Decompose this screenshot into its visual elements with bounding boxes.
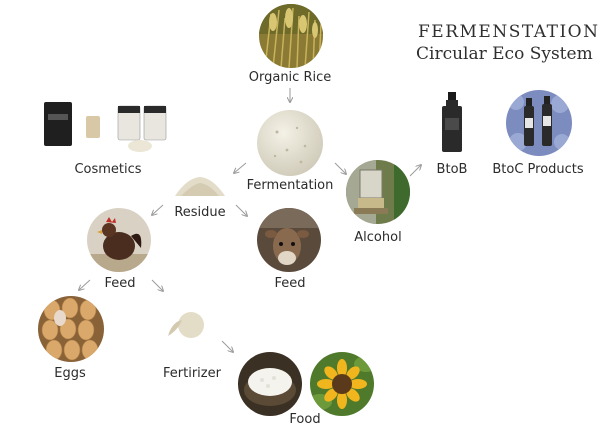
fermented-rice-ball-icon: [257, 110, 323, 176]
arrow-fertilizer-to-food: [221, 340, 233, 352]
sunflower-icon: [310, 352, 374, 416]
fertilizer-icon: [164, 310, 206, 340]
node-label-fermentation: Fermentation: [246, 178, 334, 193]
node-label-feed-cow: Feed: [274, 276, 306, 291]
arrow-fermentation-to-cosmetics: [234, 162, 247, 173]
arrow-residue-to-cow: [235, 204, 247, 216]
residue-pile-icon: [173, 174, 227, 198]
node-label-eggs: Eggs: [54, 366, 86, 381]
bottle-icon: [440, 92, 464, 154]
node-label-organic-rice: Organic Rice: [248, 70, 332, 85]
spray-bottles-icon: [506, 90, 572, 156]
node-label-residue: Residue: [174, 205, 226, 220]
eggs-icon: [38, 296, 104, 362]
node-label-food: Food: [289, 412, 321, 427]
cow-icon: [257, 208, 321, 272]
node-label-cosmetics: Cosmetics: [74, 162, 142, 177]
cosmetic-products-icon: [44, 100, 174, 155]
arrow-feed-to-eggs: [79, 279, 91, 290]
node-label-alcohol: Alcohol: [354, 230, 402, 245]
alcohol-distillation-icon: [346, 160, 410, 224]
arrow-alcohol-to-btob: [409, 165, 421, 177]
arrow-fermentation-to-alcohol: [334, 162, 346, 174]
node-label-feed-chicken: Feed: [104, 276, 136, 291]
brand-title: FERMENSTATION: [418, 22, 600, 42]
rice-bowl-icon: [238, 352, 302, 416]
diagram-subtitle: Circular Eco System: [416, 44, 593, 64]
arrow-feed-to-fertilizer: [151, 279, 163, 291]
node-label-btoc-products: BtoC Products: [492, 162, 584, 177]
arrow-residue-to-chicken: [152, 204, 164, 215]
node-label-fertilizer: Fertirizer: [163, 366, 221, 381]
chicken-icon: [87, 208, 151, 272]
node-label-btob: BtoB: [436, 162, 468, 177]
rice-field-icon: [259, 4, 323, 68]
